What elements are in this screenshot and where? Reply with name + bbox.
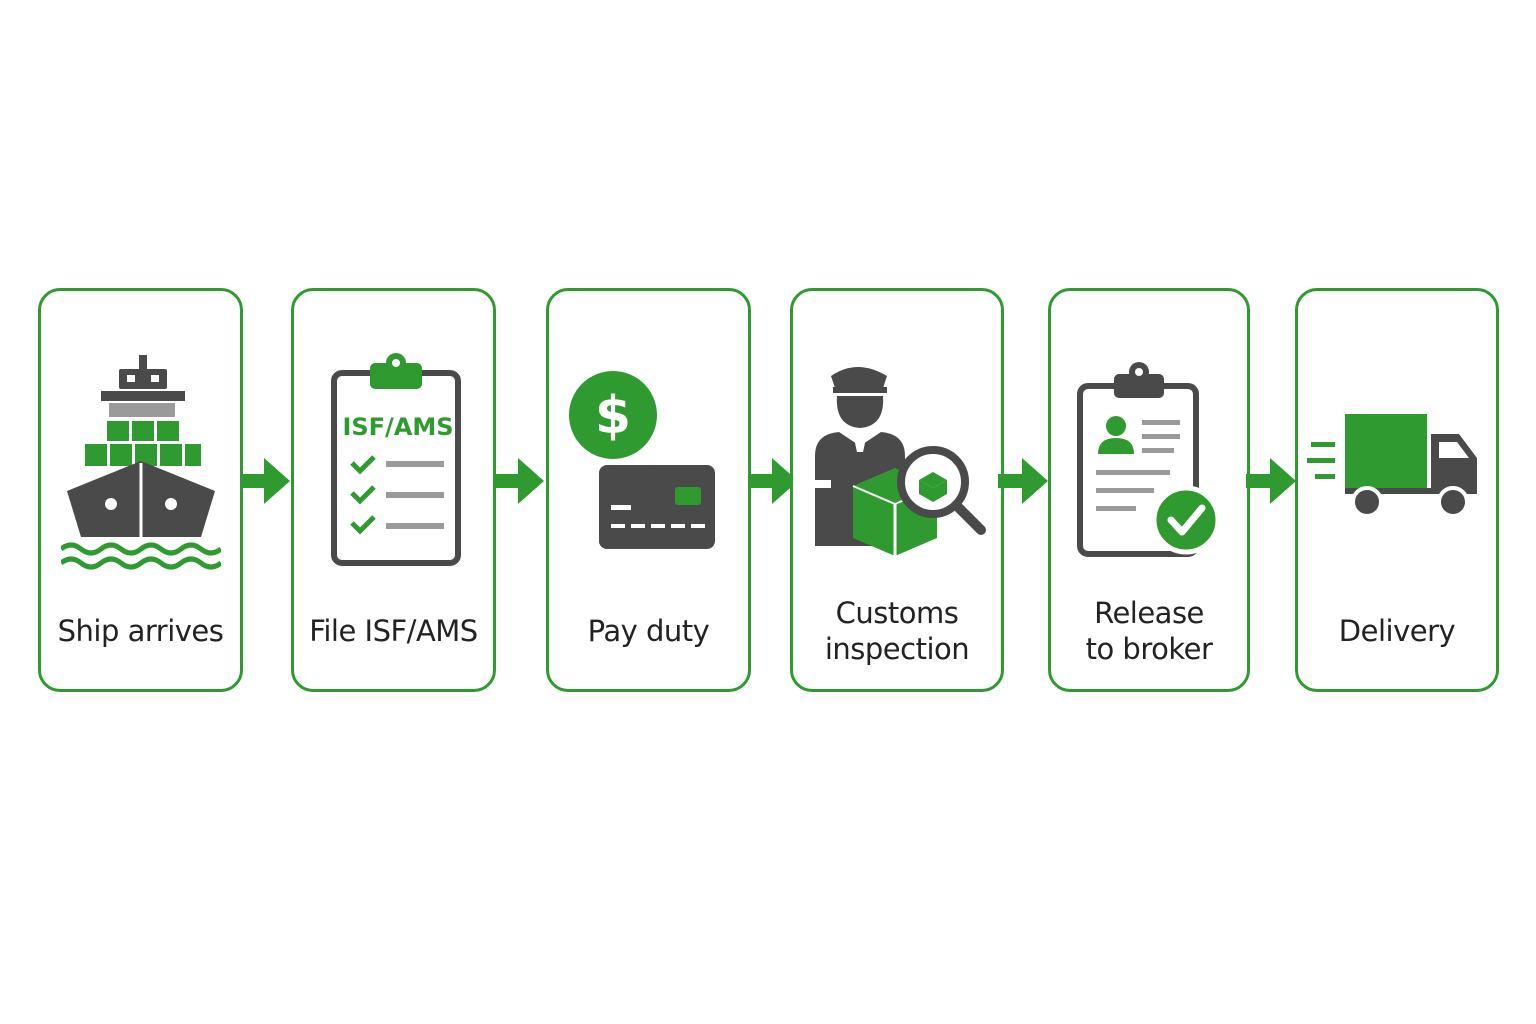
step-label: Customs inspection <box>793 591 1001 671</box>
delivery-truck-icon <box>1298 346 1496 576</box>
step-label-line1: Customs <box>835 596 959 630</box>
step-label: Ship arrives <box>41 591 240 671</box>
svg-text:$: $ <box>594 386 630 446</box>
step-card-file-isf-ams: ISF/AMS File ISF/AMS <box>291 288 496 692</box>
step-label: Release to broker <box>1051 591 1247 671</box>
flow-arrow-icon <box>240 458 290 504</box>
step-card-delivery: Delivery <box>1295 288 1499 692</box>
clipboard-approved-icon <box>1051 346 1247 576</box>
step-label-line1: Release <box>1094 596 1204 630</box>
step-label: Pay duty <box>549 591 748 671</box>
step-label-line1: File ISF/AMS <box>309 614 478 648</box>
cargo-ship-icon <box>41 346 240 576</box>
clipboard-checklist-icon: ISF/AMS <box>294 346 493 576</box>
flow-arrow-icon <box>1246 458 1296 504</box>
step-card-release-to-broker: Release to broker <box>1048 288 1250 692</box>
step-label-line1: Pay duty <box>587 614 710 648</box>
step-label-line1: Delivery <box>1338 614 1456 648</box>
customs-officer-inspection-icon <box>793 346 1001 576</box>
flow-arrow-icon <box>748 458 798 504</box>
step-card-ship-arrives: Ship arrives <box>38 288 243 692</box>
clipboard-text: ISF/AMS <box>342 413 453 441</box>
step-label: Delivery <box>1298 591 1496 671</box>
step-card-pay-duty: $ Pay duty <box>546 288 751 692</box>
flow-arrow-icon <box>494 458 544 504</box>
step-label-line1: Ship arrives <box>57 614 224 648</box>
step-label-line2: to broker <box>1085 632 1213 666</box>
dollar-credit-card-icon: $ <box>549 346 748 576</box>
flow-arrow-icon <box>998 458 1048 504</box>
step-card-customs-inspection: Customs inspection <box>790 288 1004 692</box>
step-label-line2: inspection <box>824 632 970 666</box>
step-label: File ISF/AMS <box>294 591 493 671</box>
